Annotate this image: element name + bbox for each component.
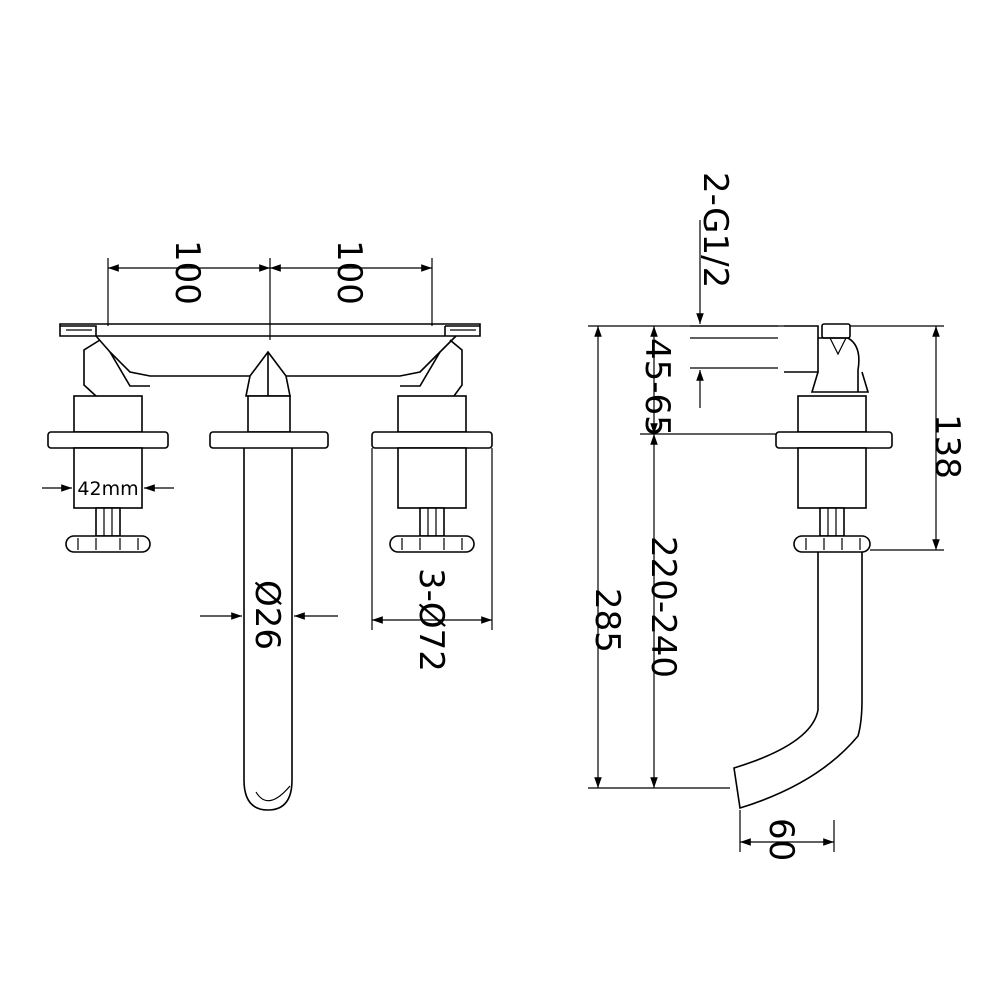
dim-spout-height-label: 220-240 — [643, 536, 683, 678]
dim-right-spacing-label: 100 — [329, 240, 369, 305]
dim-handle-width-label: 42mm — [77, 478, 138, 500]
dimension-spout-height: 220-240 — [643, 434, 683, 788]
dimension-upper-height: 138 — [850, 325, 967, 551]
dimension-wall-depth: 45-65 — [637, 326, 776, 437]
dim-left-spacing-label: 100 — [167, 240, 207, 305]
dim-spout-tip-label: 60 — [761, 818, 801, 861]
mounting-bar — [59, 323, 481, 337]
dim-inlet-thread-label: 2-G1/2 — [695, 172, 735, 288]
dim-upper-height-label: 138 — [927, 414, 967, 479]
dimension-spacing: 100 100 — [107, 240, 433, 340]
dimension-flange-diameter: 3-Ø72 — [371, 448, 493, 672]
center-spout — [209, 395, 329, 811]
dimension-total-height: 285 — [587, 325, 784, 789]
side-view: 2-G1/2 45-65 285 220-240 138 — [587, 172, 967, 861]
dimension-spout-diameter: Ø26 — [200, 580, 338, 650]
left-handle-valve — [47, 395, 169, 553]
side-valve-body — [775, 323, 893, 553]
dim-wall-depth-label: 45-65 — [637, 338, 677, 437]
dim-spout-diameter-label: Ø26 — [247, 580, 287, 650]
dimension-handle-width: 42mm — [42, 478, 174, 500]
side-curved-spout — [733, 552, 863, 810]
valve-body — [83, 335, 463, 397]
right-handle-valve — [371, 395, 493, 553]
dim-total-height-label: 285 — [587, 588, 627, 653]
dimension-inlet-thread: 2-G1/2 — [690, 172, 778, 408]
front-view: 100 100 42mm Ø26 3-Ø72 — [42, 240, 493, 811]
dimension-spout-tip: 60 — [739, 810, 835, 861]
dim-flange-diameter-label: 3-Ø72 — [411, 568, 451, 672]
